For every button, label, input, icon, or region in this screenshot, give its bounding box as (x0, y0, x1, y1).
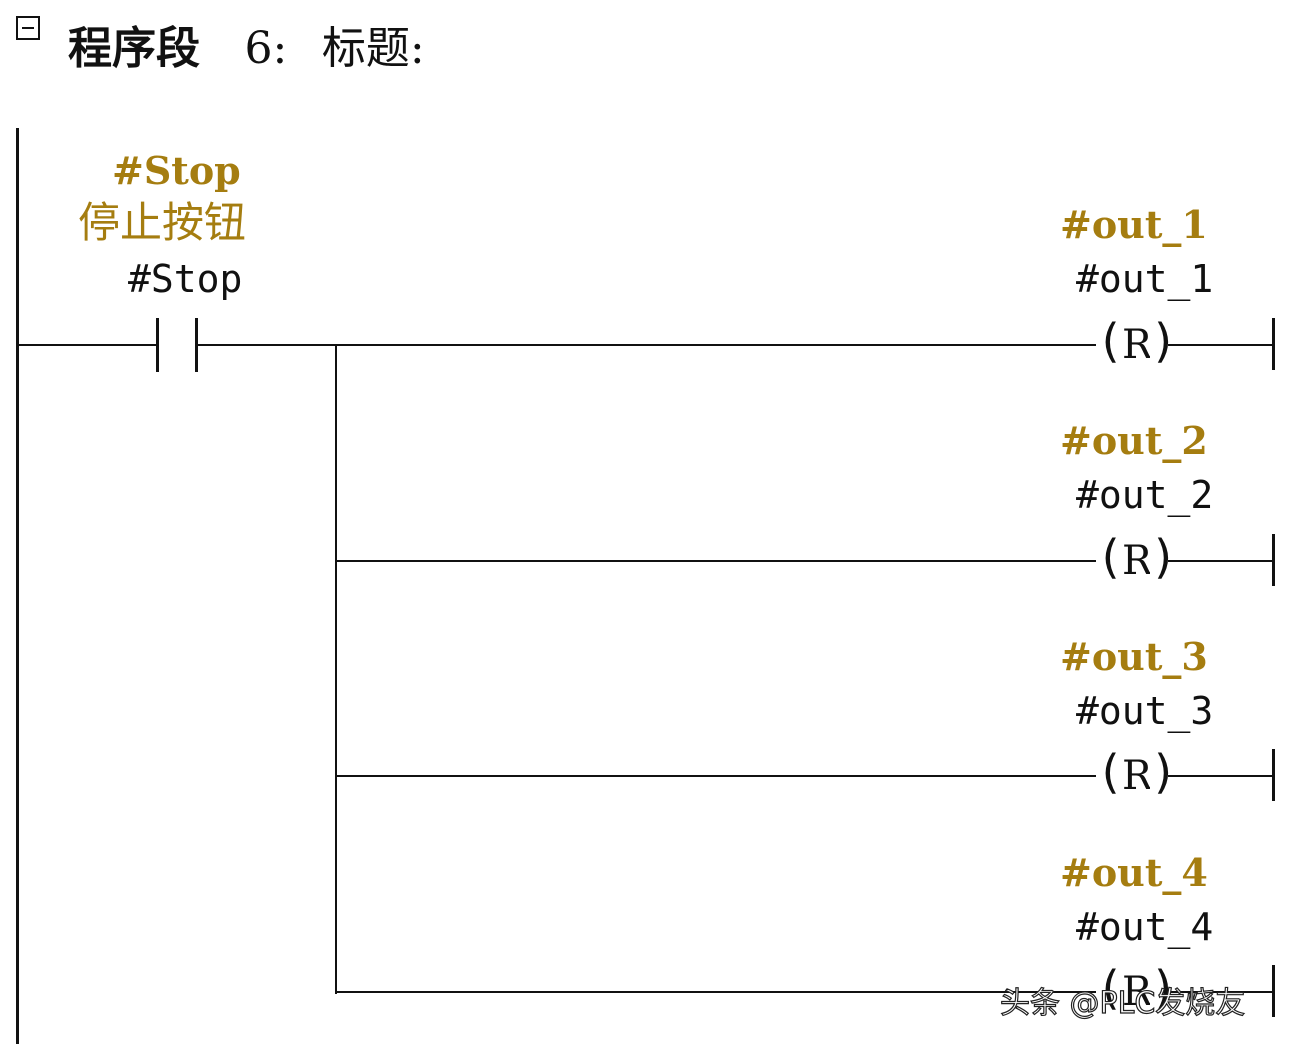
left-power-rail (16, 128, 19, 1044)
coil-left-paren: ( (1096, 961, 1124, 1015)
coil-right-paren: ) (1150, 530, 1178, 584)
network-number: 6 (244, 23, 273, 74)
coil-end-marker (1272, 965, 1275, 1017)
coil-operand: #out_4 (1076, 905, 1214, 949)
rung-wire (335, 344, 1105, 346)
coil-type[interactable]: R (1122, 538, 1153, 584)
contact-right-bar (195, 318, 198, 372)
coil-end-marker (1272, 318, 1275, 370)
rung-wire (16, 344, 158, 346)
coil-type[interactable]: R (1122, 753, 1153, 799)
coil-symbol: #out_4 (1060, 850, 1208, 895)
coil-type[interactable]: R (1122, 322, 1153, 368)
rung-wire (335, 991, 1105, 993)
coil-end-marker (1272, 534, 1275, 586)
network-title-prefix: 程序段 (68, 23, 200, 74)
watermark: 头条 @PLC发烧友 (999, 985, 1246, 1021)
collapse-toggle-icon[interactable] (16, 16, 40, 40)
contact-comment: 停止按钮 (78, 198, 247, 247)
contact-symbol: #Stop (112, 148, 241, 193)
coil-symbol: #out_1 (1060, 202, 1208, 247)
coil-left-paren: ( (1096, 530, 1124, 584)
coil-left-paren: ( (1096, 745, 1124, 799)
coil-left-paren: ( (1096, 314, 1124, 368)
rung-wire (1168, 775, 1274, 777)
coil-right-paren: ) (1150, 745, 1178, 799)
coil-operand: #out_3 (1076, 689, 1214, 733)
rung-wire (1168, 344, 1274, 346)
network-title-text: 标题: (321, 23, 425, 74)
contact-left-bar (156, 318, 159, 372)
network-colon: : (272, 23, 288, 74)
coil-end-marker (1272, 749, 1275, 801)
coil-right-paren: ) (1150, 314, 1178, 368)
rung-wire (1168, 560, 1274, 562)
coil-operand: #out_1 (1076, 257, 1214, 301)
coil-type[interactable]: R (1122, 969, 1153, 1015)
coil-symbol: #out_3 (1060, 634, 1208, 679)
rung-wire (335, 775, 1105, 777)
coil-operand: #out_2 (1076, 473, 1214, 517)
branch-vertical-wire (335, 344, 337, 994)
contact-operand: #Stop (128, 257, 243, 301)
network-title: 程序段 6: 标题: (68, 12, 425, 76)
coil-right-paren: ) (1150, 961, 1178, 1015)
rung-wire (197, 344, 337, 346)
rung-wire (335, 560, 1105, 562)
rung-wire (1168, 991, 1274, 993)
coil-symbol: #out_2 (1060, 418, 1208, 463)
